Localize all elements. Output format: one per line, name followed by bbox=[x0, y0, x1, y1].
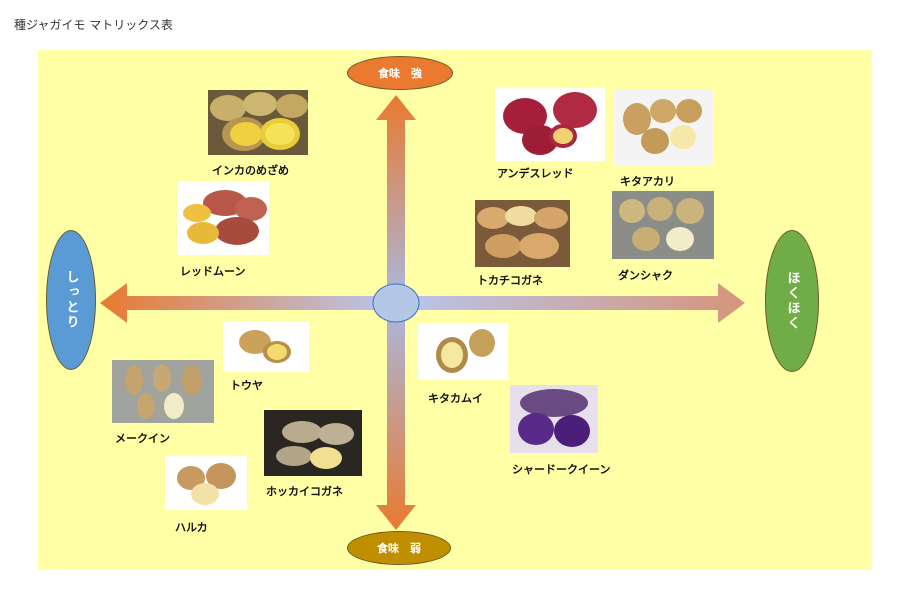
variety-name-kitakamui: キタカムイ bbox=[428, 392, 483, 405]
variety-name-inca: インカのめざめ bbox=[212, 164, 289, 177]
variety-name-haruka: ハルカ bbox=[175, 521, 208, 534]
potato-photo-redmoon bbox=[177, 181, 269, 255]
potato-photo-mayqueen bbox=[112, 360, 214, 423]
variety-name-andes: アンデスレッド bbox=[497, 167, 574, 180]
horizontal-axis-arrow bbox=[100, 283, 745, 323]
potato-photo-kitakamui bbox=[418, 323, 508, 380]
page-title: 種ジャガイモ マトリックス表 bbox=[14, 18, 173, 32]
potato-photo-touya bbox=[223, 322, 309, 372]
axis-label-weak-taste: 食味 弱 bbox=[347, 531, 451, 565]
variety-name-danshaku: ダンシャク bbox=[618, 269, 673, 282]
variety-name-tokachi: トカチコガネ bbox=[477, 274, 543, 287]
variety-name-shadow: シャードークイーン bbox=[512, 463, 611, 476]
axis-label-fluffy: ほくほく bbox=[765, 230, 819, 372]
variety-name-hokkai: ホッカイコガネ bbox=[266, 485, 343, 498]
axis-label-strong-taste: 食味 強 bbox=[347, 56, 453, 90]
potato-photo-danshaku bbox=[612, 191, 714, 259]
potato-photo-haruka bbox=[165, 456, 247, 510]
potato-photo-andes bbox=[495, 88, 605, 161]
potato-photo-kitaakari bbox=[613, 89, 713, 165]
axis-label-moist: しっとり bbox=[46, 230, 96, 370]
variety-name-touya: トウヤ bbox=[230, 379, 263, 392]
potato-photo-hokkai bbox=[264, 410, 362, 476]
variety-name-redmoon: レッドムーン bbox=[180, 265, 246, 278]
center-ellipse bbox=[372, 283, 420, 323]
potato-photo-tokachi bbox=[475, 200, 570, 267]
potato-photo-shadow bbox=[510, 385, 598, 453]
potato-photo-inca bbox=[208, 90, 308, 155]
variety-name-kitaakari: キタアカリ bbox=[620, 175, 675, 188]
variety-name-mayqueen: メークイン bbox=[115, 432, 170, 445]
